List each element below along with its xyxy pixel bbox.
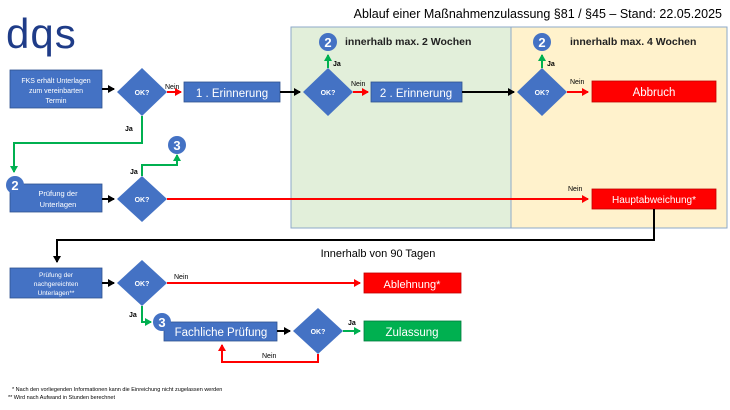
decision-5-label: OK? [135,281,150,288]
label-ja-2: Ja [333,61,341,68]
connector-2-c-label: 2 [11,178,18,193]
connector-2-c[interactable] [6,176,24,194]
fks-box-line3: Termin [45,98,66,105]
panel-two-weeks [290,26,512,229]
connector-3-b-label: 3 [158,315,165,330]
nachgereicht-box[interactable] [9,267,103,299]
connector-2-a-label: 2 [324,35,331,50]
label-nein-3: Nein [570,79,585,86]
decision-5[interactable] [117,260,167,306]
nachgereicht-line1: Prüfung der [39,272,74,279]
decision-6-label: OK? [311,329,326,336]
arrow-decision1-ja [10,116,143,173]
connector-2-b-label: 2 [538,35,545,50]
decision-2-label: OK? [321,90,336,97]
decision-4-label: OK? [135,197,150,204]
pruefung-box[interactable] [9,183,103,213]
zulassung-box[interactable] [363,320,462,342]
label-nein-4: Nein [568,186,583,193]
fachlich-label: Fachliche Prüfung [175,327,268,339]
fks-box-line1: FKS erhält Unterlagen [21,78,90,85]
diagram-title: Ablauf einer Maßnahmenzulassung §81 / §4… [354,7,722,21]
decision-3[interactable] [517,68,567,116]
panel-label-two-weeks: innerhalb max. 2 Wochen [345,36,471,48]
connector-3-b[interactable] [153,313,171,331]
nachgereicht-line3: Unterlagen** [38,290,75,297]
label-nein-2: Nein [351,81,366,88]
decision-3-label: OK? [535,90,550,97]
abbruch-box[interactable] [591,80,717,103]
footnote-1: * Nach den vorliegenden Informationen ka… [12,387,222,393]
nachgereicht-line2: nachgereichten [34,281,79,288]
arrow-decision5-ja [141,306,152,326]
arrow-hauptabweichung-to-nachgereicht [53,209,655,263]
reminder-1-label: 1 . Erinnerung [196,88,268,100]
reminder-2-label: 2 . Erinnerung [380,88,452,100]
label-ja-4: Ja [130,169,138,176]
ninety-days-label: Innerhalb von 90 Tagen [321,248,436,260]
label-nein-6: Nein [262,353,277,360]
label-ja-1: Ja [125,126,133,133]
label-ja-6: Ja [348,320,356,327]
fks-box-line2: zum vereinbarten [29,88,83,95]
label-nein-1: Nein [165,84,180,91]
decision-2[interactable] [303,68,353,116]
pruefung-line2: Unterlagen [40,200,77,209]
arrow-decision4-ja [141,154,181,176]
ablehnung-label: Ablehnung* [384,279,442,291]
decision-1-label: OK? [135,90,150,97]
label-nein-5: Nein [174,274,189,281]
abbruch-label: Abbruch [633,87,676,99]
panel-label-four-weeks: innerhalb max. 4 Wochen [570,36,696,48]
zulassung-label: Zulassung [385,327,438,339]
decision-1[interactable] [117,68,167,116]
ablehnung-box[interactable] [363,272,462,294]
hauptabweichung-label: Hauptabweichung* [612,195,696,206]
decision-4[interactable] [117,176,167,222]
connector-3-a[interactable] [168,136,186,154]
connector-2-a[interactable] [319,33,337,51]
footnote-2: ** Wird nach Aufwand in Stunden berechne… [8,395,115,401]
label-ja-5: Ja [129,312,137,319]
decision-6[interactable] [293,308,343,354]
fks-box[interactable] [9,69,103,109]
label-ja-3: Ja [547,61,555,68]
arrow-decision6-nein [218,344,319,363]
pruefung-line1: Prüfung der [38,189,78,198]
connector-3-a-label: 3 [173,138,180,153]
dqs-logo: dqs [6,10,77,57]
connector-2-b[interactable] [533,33,551,51]
